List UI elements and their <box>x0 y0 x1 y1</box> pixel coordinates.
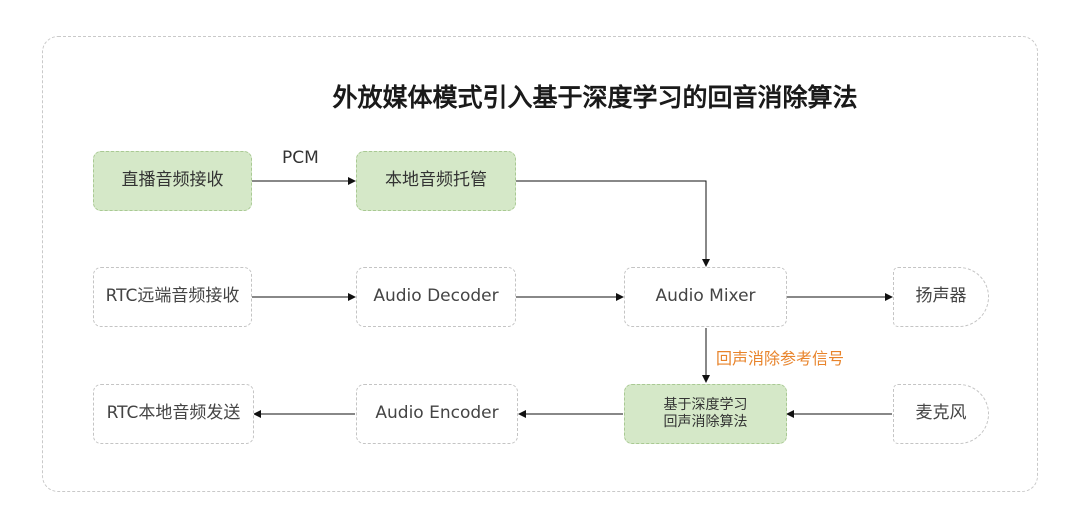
node-label: 扬声器 <box>915 286 967 307</box>
edge-host-to-mixer <box>516 180 710 267</box>
node-local-audio-host: 本地音频托管 <box>356 151 516 211</box>
node-rtc-local-send: RTC本地音频发送 <box>93 384 254 444</box>
node-label-line-2: 回声消除算法 <box>663 414 748 430</box>
node-label: RTC本地音频发送 <box>106 403 241 424</box>
node-deep-learning-aec: 基于深度学习 回声消除算法 <box>624 384 787 444</box>
node-audio-encoder: Audio Encoder <box>356 384 518 444</box>
diagram-title: 外放媒体模式引入基于深度学习的回音消除算法 <box>332 83 858 112</box>
node-label: Audio Decoder <box>373 286 499 307</box>
node-rtc-remote-receive: RTC远端音频接收 <box>93 267 252 327</box>
node-microphone: 麦克风 <box>893 384 989 444</box>
diagram-frame <box>42 36 1038 492</box>
node-label: RTC远端音频接收 <box>105 286 240 307</box>
node-label: Audio Mixer <box>655 286 756 307</box>
node-label: 麦克风 <box>915 403 967 424</box>
node-speaker: 扬声器 <box>893 267 989 327</box>
node-audio-mixer: Audio Mixer <box>624 267 787 327</box>
node-audio-decoder: Audio Decoder <box>356 267 516 327</box>
node-label: 直播音频接收 <box>121 170 224 191</box>
node-label: 本地音频托管 <box>385 170 487 191</box>
edge-label-echo-reference: 回声消除参考信号 <box>716 349 845 368</box>
node-live-audio-receive: 直播音频接收 <box>93 151 252 211</box>
node-label: Audio Encoder <box>375 403 499 424</box>
edge-label-pcm: PCM <box>282 148 319 168</box>
node-label-line-1: 基于深度学习 <box>663 396 748 413</box>
